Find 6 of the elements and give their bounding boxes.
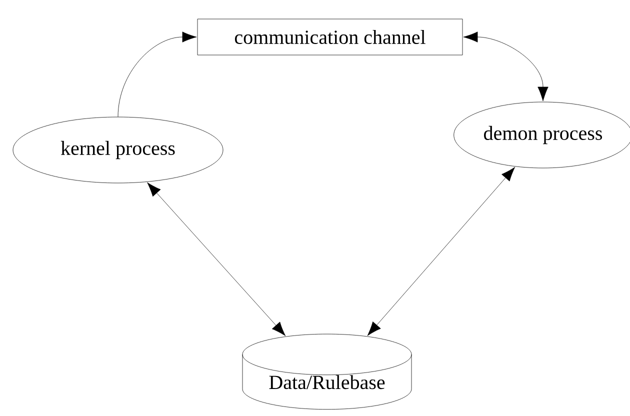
- arrow: [118, 32, 197, 117]
- arrow: [367, 167, 516, 336]
- arrow: [463, 32, 548, 102]
- database-cylinder: Data/Rulebase: [242, 334, 412, 410]
- channel-box: communication channel: [197, 18, 463, 56]
- arrow: [147, 182, 286, 336]
